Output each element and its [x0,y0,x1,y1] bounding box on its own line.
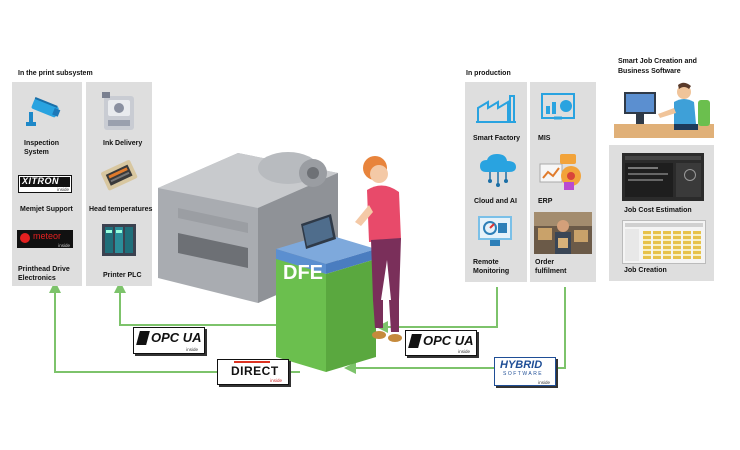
dfe-box [276,214,378,374]
order-fulfilment-label: Order fulfilment [535,259,567,275]
printhead-icon [98,157,142,197]
mis-dashboard-icon [540,92,576,124]
opc-ua-badge-left: OPC UA inside [133,327,205,354]
estimation-screenshot [622,153,704,201]
operator-illustration [355,150,415,345]
smart-factory-label: Smart Factory [473,135,521,142]
production-title: In production [466,70,511,77]
order-fulfilment-photo [534,212,592,254]
direct-badge: DIRECT inside [217,359,289,385]
job-creation-screenshot [622,220,706,264]
remote-monitoring-icon [476,214,514,248]
ink-delivery-label: Ink Delivery [103,140,143,147]
xitron-logo: XITRON inside [18,175,72,193]
print-subsystem-title: In the print subsystem [18,70,93,77]
job-cost-estimation-label: Job Cost Estimation [624,207,692,214]
ink-delivery-icon [98,90,140,134]
production-panel-left [465,82,527,282]
business-software-title: Smart Job Creation and Business Software [618,58,697,75]
meteor-logo: meteor inside [17,230,73,248]
cloud-ai-label: Cloud and AI [474,198,517,205]
job-creation-label: Job Creation [624,267,667,274]
person-at-computer-illustration [614,80,714,138]
mis-label: MIS [538,135,551,142]
printer-plc-label: Printer PLC [103,272,142,279]
factory-icon [476,94,516,124]
plc-icon [100,222,138,258]
erp-icon [538,152,584,192]
security-camera-icon [24,96,64,130]
opc-ua-badge-right: OPC UA inside [405,330,477,356]
remote-monitoring-label: Remote Monitoring [473,259,510,275]
head-temperatures-label: Head temperatures [89,206,153,213]
cloud-ai-icon [478,152,518,188]
erp-label: ERP [538,198,553,205]
memjet-support-label: Memjet Support [20,206,73,213]
dfe-label: DFE [283,262,323,284]
inspection-system-label: Inspection System [24,140,60,156]
printhead-drive-electronics-label: Printhead Drive Electronics [18,266,70,282]
hybrid-software-badge: HYBRID SOFTWARE inside [494,357,556,386]
